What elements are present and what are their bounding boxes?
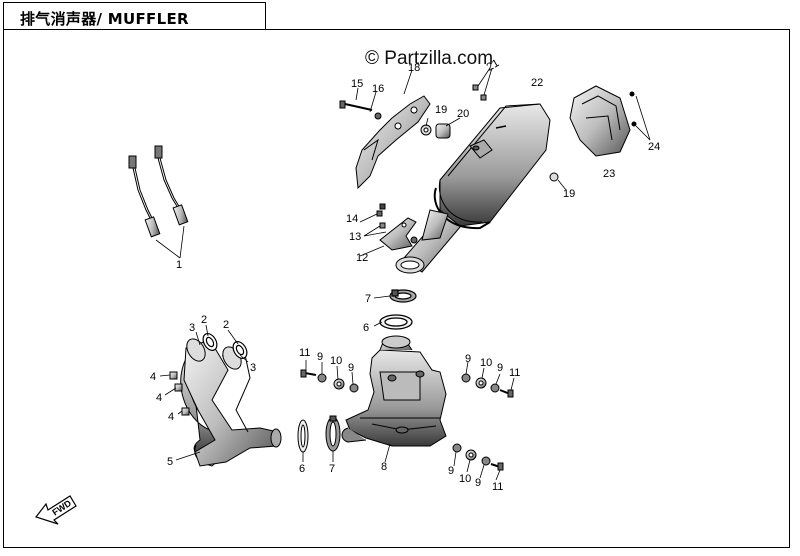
leader-lines-1: [155, 225, 185, 259]
callout-9b: 9: [348, 362, 354, 374]
callout-1: 1: [176, 259, 182, 271]
bolt-15: [339, 69, 413, 113]
center-silencer-body: [341, 335, 447, 447]
callout-9d: 9: [497, 362, 503, 374]
hardware-right-row: [461, 361, 515, 398]
callout-2b: 2: [223, 319, 229, 331]
callout-6a: 6: [299, 463, 305, 475]
gasket-2-left: [202, 333, 218, 351]
heat-shield-23: [569, 85, 651, 157]
callout-9c: 9: [465, 353, 471, 365]
callout-21: 21: [485, 57, 502, 74]
nuts-21: [472, 67, 493, 101]
callout-4b: 4: [156, 392, 162, 404]
bracket-16: [355, 95, 431, 190]
diagram-frame: [3, 29, 790, 548]
callout-9e: 9: [448, 465, 454, 477]
callout-19a: 19: [435, 104, 447, 116]
callout-10a: 10: [330, 355, 342, 367]
callout-8: 8: [381, 461, 387, 473]
callout-7b: 7: [365, 293, 371, 305]
callout-19b: 19: [563, 188, 575, 200]
rubber-mount-20: [420, 117, 461, 139]
callout-10b: 10: [480, 357, 492, 369]
callout-11b: 11: [509, 367, 520, 379]
watermark: © Partzilla.com: [365, 48, 494, 69]
callout-3b: 3: [250, 362, 256, 374]
callout-10c: 10: [459, 473, 471, 485]
clamp-7-upper: [389, 289, 417, 303]
bolts-13-14: [359, 203, 387, 257]
gasket-6-upper: [379, 314, 413, 330]
clamp-7-lower: [325, 415, 341, 452]
callout-12: 12: [356, 252, 368, 264]
o2-sensor-right: [154, 145, 189, 226]
callout-20: 20: [457, 108, 469, 120]
callout-9a: 9: [317, 351, 323, 363]
callout-16: 16: [372, 83, 384, 95]
bracket-12: [379, 217, 418, 251]
callout-4a: 4: [150, 371, 156, 383]
callout-5: 5: [167, 456, 173, 468]
callout-23: 23: [603, 168, 615, 180]
callout-22: 22: [531, 77, 543, 89]
title-box: 排气消声器/ MUFFLER: [3, 2, 266, 30]
callout-labels: 1 2 2 3 3 4 4 4 5 6 6 7 7 8 9 9 9 9 9 9 …: [150, 57, 660, 493]
callout-9f: 9: [475, 477, 481, 489]
callout-14: 14: [346, 213, 358, 225]
hardware-left-row: [300, 360, 359, 393]
page-title: 排气消声器/ MUFFLER: [20, 10, 189, 28]
callout-2a: 2: [201, 314, 207, 326]
header-pipe-assembly: [180, 338, 282, 467]
callout-15: 15: [351, 78, 363, 90]
callout-24: 24: [648, 141, 660, 153]
callout-18: 18: [408, 62, 420, 74]
grommet-19-lower: [549, 172, 567, 191]
gasket-6-lower: [297, 419, 309, 453]
callout-11c: 11: [492, 481, 503, 493]
leader-lines-6-7-upper: [373, 295, 391, 463]
callout-4c: 4: [168, 411, 174, 423]
leader-lines-6-7-lower: [302, 451, 334, 462]
muffler-22: [421, 103, 551, 241]
callout-7a: 7: [329, 463, 335, 475]
gasket-2-right: [232, 341, 248, 359]
fwd-arrow: FWD: [35, 495, 77, 525]
callout-6b: 6: [363, 322, 369, 334]
callout-3a: 3: [189, 322, 195, 334]
hardware-bottom-row: [452, 443, 504, 481]
callout-11a: 11: [299, 347, 310, 359]
o2-sensor-left: [128, 155, 161, 238]
leader-lines-2-5: [159, 324, 249, 461]
callout-13: 13: [349, 231, 361, 243]
